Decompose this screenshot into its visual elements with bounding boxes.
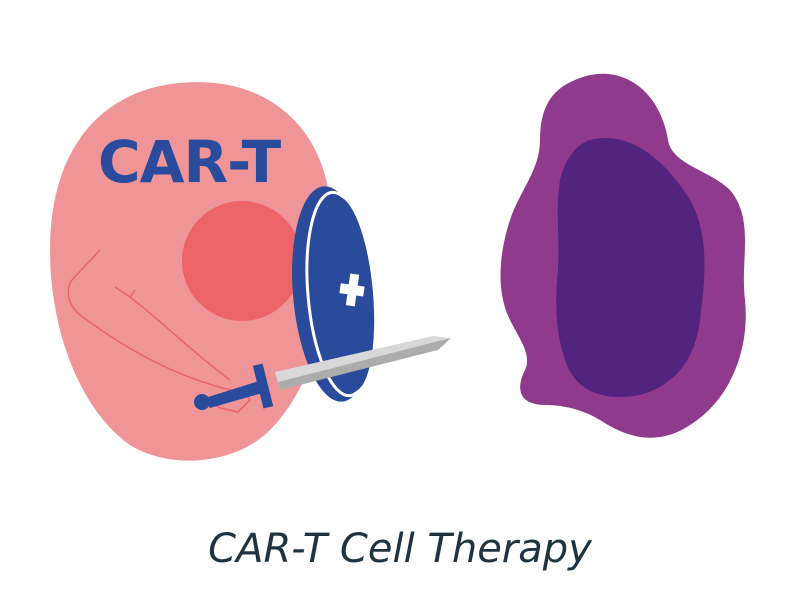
tumor-cell-icon — [500, 73, 746, 438]
nucleus — [182, 201, 302, 321]
shield-icon — [292, 186, 377, 402]
arm-outline — [67, 249, 251, 413]
caption: CAR-T Cell Therapy — [208, 526, 592, 572]
cross-icon — [339, 273, 365, 307]
sword-icon — [194, 336, 451, 410]
cell-label: CAR-T — [98, 128, 281, 196]
